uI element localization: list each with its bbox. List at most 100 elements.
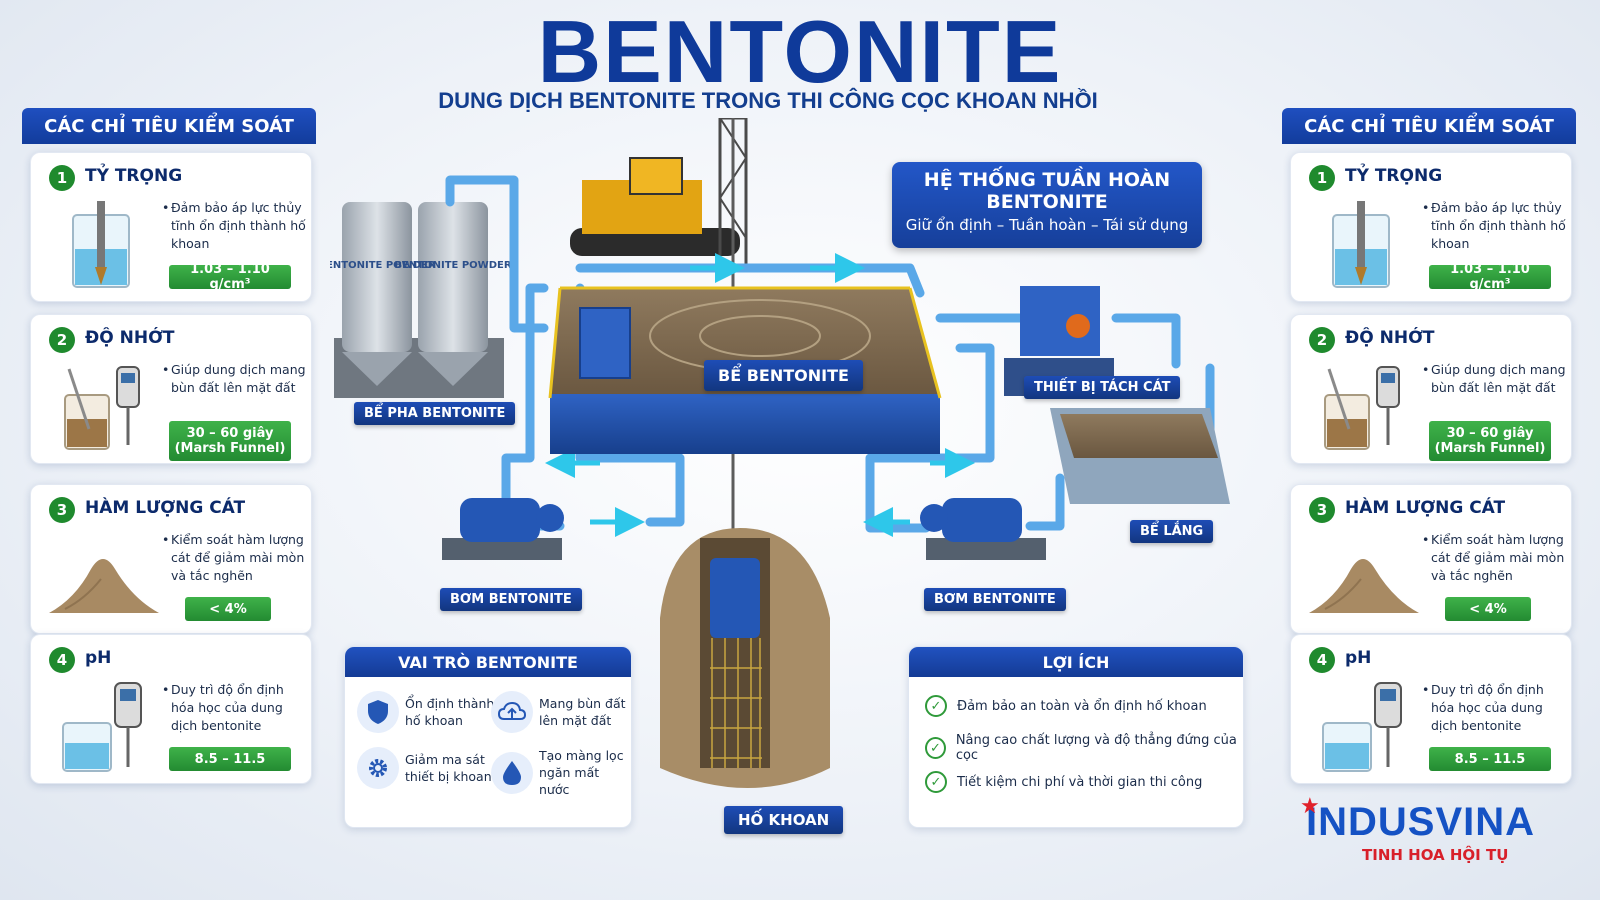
control-card: 3 HÀM LƯỢNG CÁT Kiểm soát hàm lượng cát để… [30,484,312,634]
control-value: 8.5 – 11.5 [169,747,291,771]
density-hydrometer-icon [1305,197,1423,293]
label-sand-separator: THIẾT BỊ TÁCH CÁT [1024,376,1181,399]
step-number: 1 [1309,165,1335,191]
settling-tank [1050,408,1230,504]
silo-label: BENTONITE POWDER [330,260,436,271]
label-pump-left: BƠM BENTONITE [440,588,582,611]
water-drop-icon [491,751,533,794]
control-card: 1 TỶ TRỌNG Đảm bảo áp lực thủy tĩnh ổn địn… [1290,152,1572,302]
control-title: HÀM LƯỢNG CÁT [1345,498,1506,518]
circulation-system-banner: HỆ THỐNG TUẦN HOÀN BENTONITE Giữ ổn định… [892,162,1202,248]
check-icon: ✓ [925,771,947,793]
bentonite-pump-right [920,498,1046,560]
circulation-tagline: Giữ ổn định – Tuần hoàn – Tái sử dụng [905,216,1189,234]
check-icon: ✓ [925,695,947,717]
gear-icon [357,747,399,789]
bentonite-pump-left [442,498,564,560]
step-number: 4 [1309,647,1335,673]
control-desc: Duy trì độ ổn định hóa học của dung dịch… [1422,681,1567,735]
role-text: Giảm ma sát thiết bị khoan [405,752,492,784]
role-item: Ổn định thành hố khoan [357,691,495,733]
label-main-tank: BỂ BENTONITE [704,360,863,391]
control-title: TỶ TRỌNG [1345,166,1443,186]
roles-box: VAI TRÒ BENTONITE Ổn định thành hố khoan… [344,646,632,828]
control-desc: Giúp dung dịch mang bùn đất lên mặt đất [1422,361,1567,397]
step-number: 1 [49,165,75,191]
benefit-item: ✓ Nâng cao chất lượng và độ thẳng đứng củ… [925,733,1243,763]
benefit-text: Tiết kiệm chi phí và thời gian thi công [957,774,1203,790]
role-item: Giảm ma sát thiết bị khoan [357,747,495,789]
controls-heading: CÁC CHỈ TIÊU KIỂM SOÁT [22,108,316,144]
control-card: 3 HÀM LƯỢNG CÁT Kiểm soát hàm lượng cát để… [1290,484,1572,634]
step-number: 3 [49,497,75,523]
sand-pile-icon [45,529,163,625]
circulation-title: HỆ THỐNG TUẦN HOÀN BENTONITE [923,169,1171,213]
label-mixing-tank: BỂ PHA BENTONITE [354,402,516,425]
step-number: 3 [1309,497,1335,523]
page-subtitle: DUNG DỊCH BENTONITE TRONG THI CÔNG CỌC K… [438,88,1098,113]
role-text: Tạo màng lọc ngăn mất nước [539,748,624,797]
benefit-item: ✓ Đảm bảo an toàn và ổn định hố khoan [925,695,1207,717]
control-value: 1.03 – 1.10 g/cm³ [169,262,291,292]
shield-icon [357,691,399,733]
roles-heading: VAI TRÒ BENTONITE [345,647,631,677]
control-value: 30 – 60 giây (Marsh Funnel) [1429,421,1551,461]
control-card: 1 TỶ TRỌNG Đảm bảo áp lực thủy tĩnh ổn địn… [30,152,312,302]
label-borehole: HỐ KHOAN [724,806,844,834]
brand-name: INDUSVINA [1306,800,1536,844]
benefit-item: ✓ Tiết kiệm chi phí và thời gian thi công [925,771,1202,793]
controls-heading: CÁC CHỈ TIÊU KIỂM SOÁT [1282,108,1576,144]
role-item: Tạo màng lọc ngăn mất nước [491,747,629,798]
controls-panel-right: CÁC CHỈ TIÊU KIỂM SOÁT [1282,108,1576,144]
control-value: 30 – 60 giây (Marsh Funnel) [169,421,291,461]
control-desc: Giúp dung dịch mang bùn đất lên mặt đất [162,361,307,397]
ph-meter-icon [1305,679,1423,775]
control-value: < 4% [1445,597,1531,621]
brand-slogan: TINH HOA HỘI TỤ [1362,846,1509,864]
control-card: 2ĐỘ NHỚTGiúp dung dịch mang bùn đất lên … [1290,314,1572,464]
benefit-text: Nâng cao chất lượng và độ thẳng đứng của… [955,733,1237,763]
control-title: pH [85,648,112,668]
benefits-heading: LỢI ÍCH [909,647,1243,677]
page-title: BENTONITE [537,2,1063,101]
check-icon: ✓ [925,737,946,759]
star-icon: ★ [1300,794,1320,819]
borehole [660,528,830,788]
flow-arrows [545,253,975,537]
control-value: 8.5 – 11.5 [1429,747,1551,771]
ph-meter-icon [45,679,163,775]
control-desc: Kiểm soát hàm lượng cát để giảm mài mòn … [162,531,307,585]
control-card: 4 pH Duy trì độ ổn định hóa học của dung d… [30,634,312,784]
benefit-text: Đảm bảo an toàn và ổn định hố khoan [957,698,1207,714]
control-title: pH [1345,648,1372,668]
control-desc: Duy trì độ ổn định hóa học của dung dịch… [162,681,307,735]
control-title: TỶ TRỌNG [85,166,183,186]
role-item: Mang bùn đất lên mặt đất [491,691,629,733]
label-settling-tank: BỂ LẮNG [1130,520,1214,543]
label-pump-right: BƠM BENTONITE [924,588,1066,611]
control-title: HÀM LƯỢNG CÁT [85,498,246,518]
control-value: 1.03 – 1.10 g/cm³ [1429,262,1551,292]
step-number: 2 [49,327,75,353]
role-text: Mang bùn đất lên mặt đất [539,696,626,728]
bentonite-silos: BENTONITE POWDER BENTONITE POWDER [330,202,512,398]
density-hydrometer-icon [45,197,163,293]
circulation-diagram: BENTONITE POWDER BENTONITE POWDER [330,118,1230,788]
benefits-box: LỢI ÍCH ✓ Đảm bảo an toàn và ổn định hố k… [908,646,1244,828]
step-number: 2 [1309,327,1335,353]
step-number: 4 [49,647,75,673]
sand-pile-icon [1305,529,1423,625]
control-card: 2 ĐỘ NHỚT Giúp dung dịch mang bùn đất lên … [30,314,312,464]
viscosity-meter-icon [1305,359,1423,455]
control-title: ĐỘ NHỚT [85,328,175,348]
control-desc: Đảm bảo áp lực thủy tĩnh ổn định thành h… [1422,199,1567,253]
silo-label: BENTONITE POWDER [394,260,511,271]
controls-panel-left: CÁC CHỈ TIÊU KIỂM SOÁT [22,108,316,144]
control-desc: Đảm bảo áp lực thủy tĩnh ổn định thành h… [162,199,307,253]
viscosity-meter-icon [45,359,163,455]
control-desc: Kiểm soát hàm lượng cát để giảm mài mòn … [1422,531,1567,585]
control-value: < 4% [185,597,271,621]
cloud-upload-icon [491,691,533,733]
brand-logo: ★ INDUSVINA TINH HOA HỘI TỤ [1300,794,1556,864]
role-text: Ổn định thành hố khoan [405,696,495,728]
